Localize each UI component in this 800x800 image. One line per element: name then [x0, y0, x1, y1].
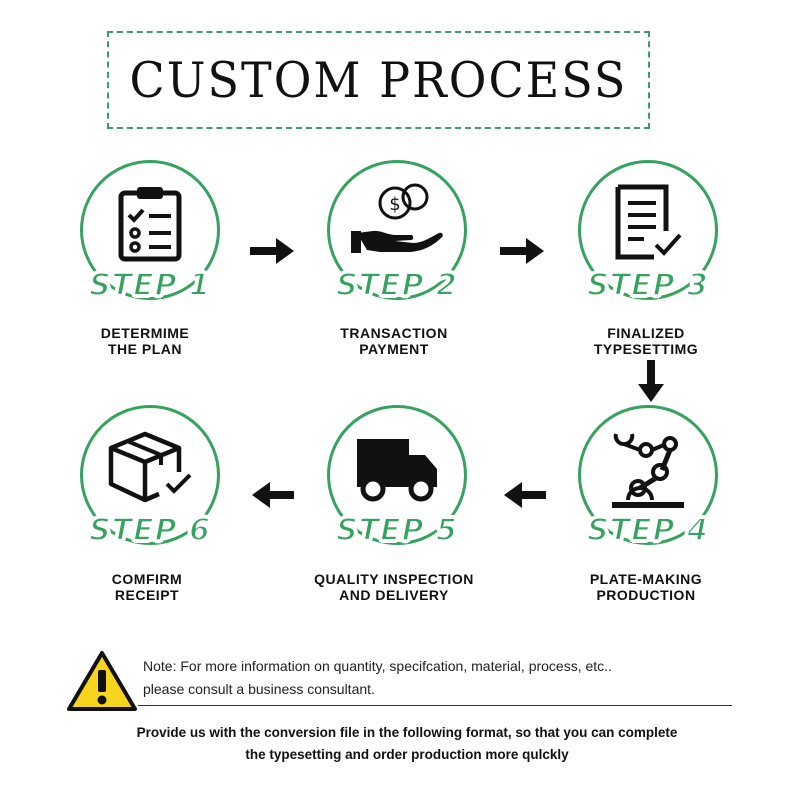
note-line-1: Note: For more information on quantity, … [143, 658, 612, 674]
step-badge: STEP 1 [88, 267, 211, 304]
footer-line-2: the typesetting and order production mor… [245, 747, 569, 762]
step-3-caption: FINALIZED TYPESETTIMG [536, 325, 756, 357]
step-4-caption: PLATE-MAKING PRODUCTION [536, 571, 756, 603]
box-check-icon [100, 423, 200, 513]
delivery-truck-icon [347, 423, 447, 513]
caption-line: THE PLAN [108, 341, 182, 357]
title-box: CUSTOM PROCESS [107, 31, 650, 129]
caption-line: QUALITY INSPECTION [314, 571, 474, 587]
step-4: STEP 4 [573, 405, 723, 565]
caption-line: TYPESETTIMG [593, 341, 699, 357]
robot-arm-icon [598, 423, 698, 513]
caption-line: PRODUCTION [596, 587, 696, 603]
step-circle [327, 405, 467, 545]
step-circle [578, 405, 718, 545]
step-1-caption: DETERMIME THE PLAN [35, 325, 255, 357]
clipboard-checklist-icon [100, 178, 200, 268]
page-title: CUSTOM PROCESS [129, 51, 628, 109]
step-badge: STEP 3 [586, 267, 709, 304]
step-1: STEP 1 [75, 160, 225, 320]
step-2: $ STEP 2 [322, 160, 472, 320]
step-badge: STEP 2 [335, 267, 458, 304]
caption-line: TRANSACTION [340, 325, 448, 341]
arrow-right-icon [500, 238, 544, 264]
caption-line: COMFIRM [111, 571, 183, 587]
caption-line: RECEIPT [114, 587, 180, 603]
caption-line: PLATE-MAKING [589, 571, 703, 587]
footer-line-1: Provide us with the conversion file in t… [136, 725, 678, 740]
step-5: STEP 5 [322, 405, 472, 565]
arrow-down-icon [638, 360, 664, 402]
step-circle [327, 160, 467, 300]
warning-icon [67, 651, 137, 711]
step-circle [578, 160, 718, 300]
svg-text:$: $ [389, 194, 400, 215]
arrow-left-icon [504, 482, 546, 508]
step-2-caption: TRANSACTION PAYMENT [284, 325, 504, 357]
step-badge: STEP 4 [586, 512, 709, 549]
step-5-caption: QUALITY INSPECTION AND DELIVERY [284, 571, 504, 603]
step-badge: STEP 6 [88, 512, 211, 549]
document-check-icon [598, 178, 698, 268]
step-6-caption: COMFIRM RECEIPT [37, 571, 257, 603]
step-circle [80, 405, 220, 545]
step-6: STEP 6 [75, 405, 225, 565]
arrow-right-icon [250, 238, 294, 264]
hand-coins-icon: $ [347, 178, 447, 268]
caption-line: PAYMENT [359, 341, 429, 357]
note-line-2: please consult a business consultant. [143, 681, 375, 697]
caption-line: AND DELIVERY [339, 587, 449, 603]
step-3: STEP 3 [573, 160, 723, 320]
step-circle [80, 160, 220, 300]
arrow-left-icon [252, 482, 294, 508]
caption-line: DETERMIME [100, 325, 190, 341]
step-badge: STEP 5 [335, 512, 458, 549]
divider [138, 705, 732, 706]
caption-line: FINALIZED [607, 325, 685, 341]
